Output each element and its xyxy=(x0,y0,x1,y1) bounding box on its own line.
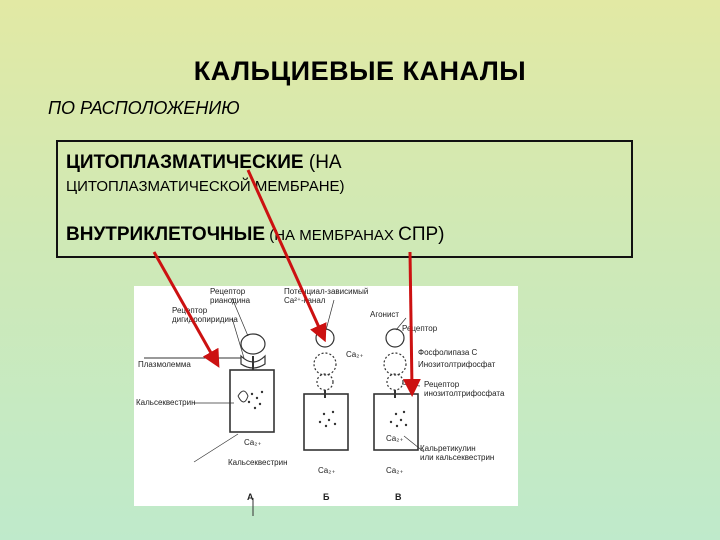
agonist-label: Агонист xyxy=(370,310,400,319)
cytoplasmic-term: ЦИТОПЛАЗМАТИЧЕСКИЕ xyxy=(66,152,304,173)
receptor-label: Рецептор xyxy=(402,324,438,333)
cytoplasmic-line: ЦИТОПЛАЗМАТИЧЕСКИЕ (НА xyxy=(66,152,342,174)
ip3-label: Инозитолтрифосфат xyxy=(418,360,496,369)
ca-label-c: Ca₂₊ xyxy=(386,466,404,475)
cell-b xyxy=(303,393,349,451)
ryanodine-receptor-shape xyxy=(240,333,266,355)
plasmalemma-label: Плазмолемма xyxy=(138,360,191,369)
intracellular-note-end: ) xyxy=(438,224,445,245)
ca-label-a: Ca₂₊ xyxy=(244,438,262,447)
panel-label-b: Б xyxy=(323,492,330,502)
dhp-receptor-shape xyxy=(240,354,266,369)
dhp-receptor-label: Рецептор дигидропиридина xyxy=(172,306,238,324)
spr-abbrev: СПР xyxy=(398,224,439,245)
voltage-channel-label: Потенциал-зависимый Ca²⁺-канал xyxy=(284,287,369,305)
ryanodine-receptor-label: Рецептор рианодина xyxy=(210,287,251,305)
calcium-channel-figure: Рецептор рианодина Рецептор дигидропирид… xyxy=(134,286,518,506)
calsequestrin-left-label: Кальсеквестрин xyxy=(136,398,196,407)
intracellular-note: (НА МЕМБРАНАХ xyxy=(265,227,399,244)
intracellular-line: ВНУТРИКЛЕТОЧНЫЕ (НА МЕМБРАНАХ СПР) xyxy=(66,224,444,246)
cell-a xyxy=(229,369,275,433)
calreticulin-label: Кальретикулин или кальсеквестрин xyxy=(420,444,495,462)
panel-label-a: А xyxy=(247,492,254,502)
cytoplasmic-note-start: (НА xyxy=(303,152,342,173)
voltage-channel-shape xyxy=(315,328,335,348)
intracellular-term: ВНУТРИКЛЕТОЧНЫЕ xyxy=(66,224,266,245)
panel-label-c: В xyxy=(395,492,402,502)
phospholipase-label: Фосфолипаза С xyxy=(418,348,478,357)
channel-types-box: ЦИТОПЛАЗМАТИЧЕСКИЕ (НА ЦИТОПЛАЗМАТИЧЕСКО… xyxy=(56,140,633,258)
slide-title: КАЛЬЦИЕВЫЕ КАНАЛЫ xyxy=(193,56,527,86)
calsequestrin-bottom-label: Кальсеквестрин xyxy=(228,458,288,467)
agonist-receptor-shape xyxy=(385,328,405,348)
ca-label-b2: Ca₂₊ xyxy=(318,466,336,475)
figure-drawing xyxy=(144,297,425,463)
ca-label-c2: Ca₂₊ xyxy=(386,434,404,443)
ca-label-b: Ca₂₊ xyxy=(346,350,364,359)
ip3-receptor-label: Рецептор инозитолтрифосфата xyxy=(424,380,505,398)
cytoplasmic-note: ЦИТОПЛАЗМАТИЧЕСКОЙ МЕМБРАНЕ) xyxy=(66,178,345,195)
slide-subtitle: ПО РАСПОЛОЖЕНИЮ xyxy=(48,98,240,118)
